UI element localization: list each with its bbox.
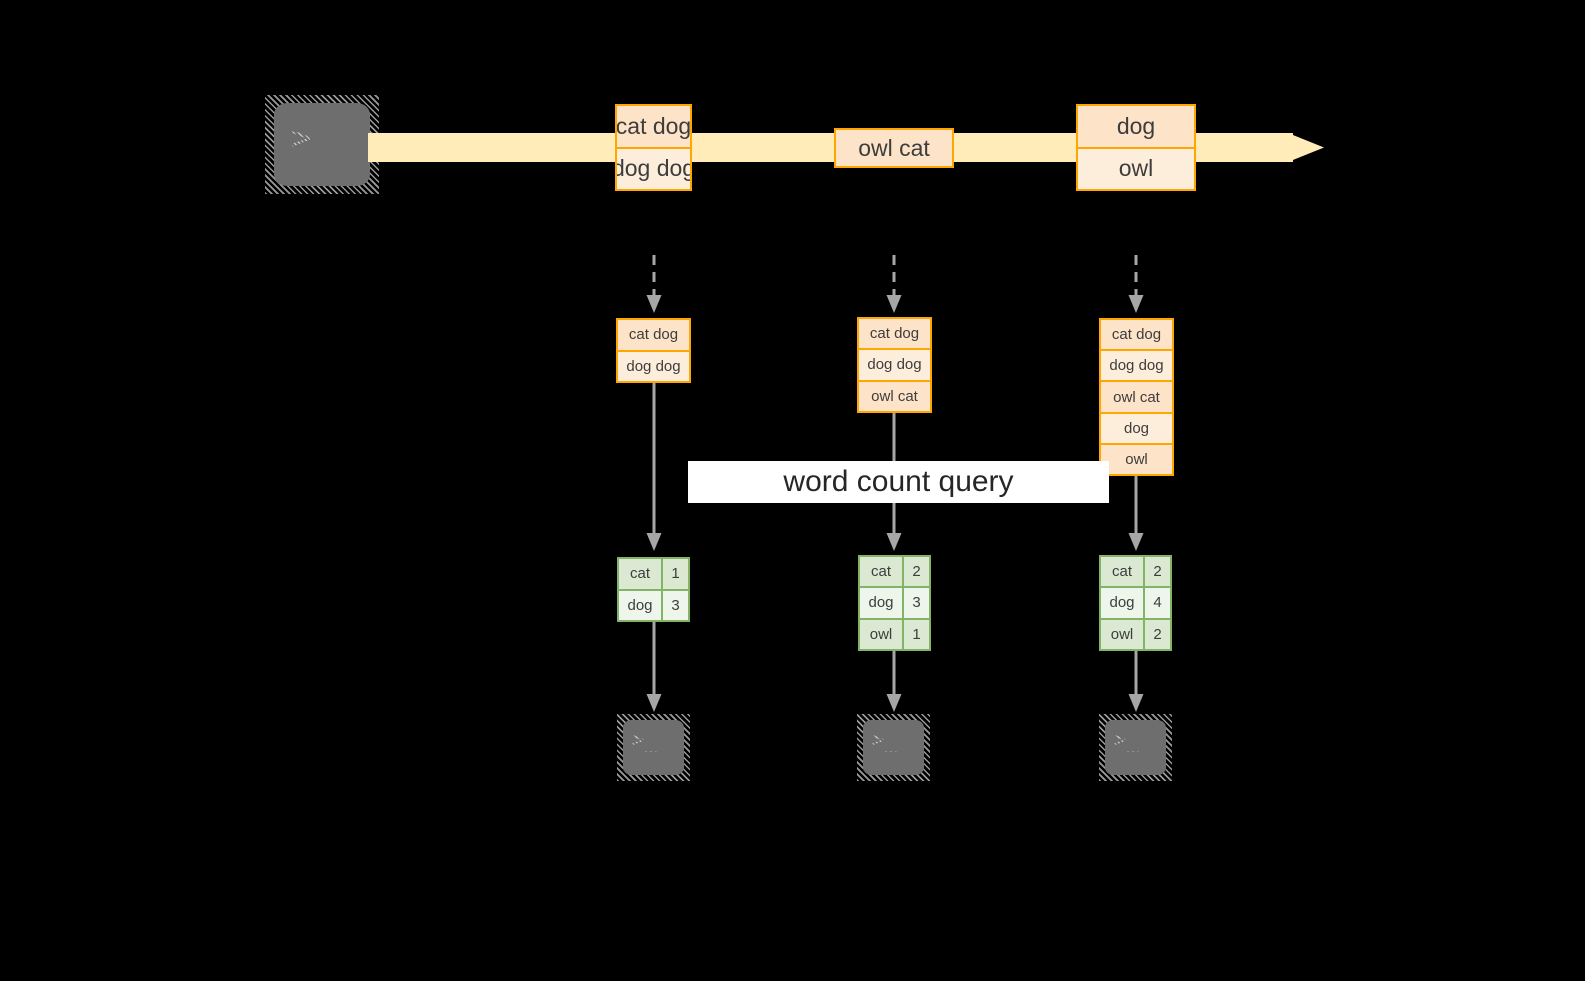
- terminal-prompt-glyph: >_: [1113, 728, 1142, 753]
- consumer-terminal-icon-3: >_: [1099, 714, 1172, 781]
- input-line: dog: [1101, 413, 1172, 445]
- input-line: cat dog: [859, 319, 930, 351]
- terminal-body: [1105, 720, 1166, 775]
- connector-snapshot-3-to-result: [1122, 476, 1150, 555]
- input-line: dog dog: [1101, 351, 1172, 383]
- result-word: dog: [1101, 588, 1145, 618]
- terminal-body: [274, 103, 370, 186]
- stream-record-1: cat dog dog dog: [615, 104, 692, 191]
- snapshot-3-result-table: cat 2 dog 4 owl 2: [1099, 555, 1172, 651]
- table-row: cat 2: [1101, 557, 1170, 589]
- terminal-body: [863, 720, 924, 775]
- record-line: owl: [1078, 148, 1194, 189]
- result-count: 3: [904, 588, 929, 618]
- snapshot-1-input-table: cat dog dog dog: [616, 318, 691, 383]
- result-word: owl: [860, 619, 904, 649]
- result-count: 4: [1145, 588, 1170, 618]
- consumer-terminal-icon-2: >_: [857, 714, 930, 781]
- terminal-prompt-glyph: >_: [871, 728, 900, 753]
- connector-snapshot-1-to-result: [640, 383, 668, 555]
- record-line: cat dog: [617, 106, 690, 149]
- query-label-band: word count query: [688, 461, 1109, 503]
- stream-record-2: owl cat: [834, 128, 954, 168]
- record-line: owl cat: [836, 130, 952, 166]
- input-line: dog dog: [859, 350, 930, 382]
- producer-terminal-icon: >_: [265, 95, 379, 194]
- connector-result-2-to-consumer: [880, 651, 908, 717]
- result-count: 1: [663, 559, 688, 589]
- stream-record-3: dog owl: [1076, 104, 1196, 191]
- snapshot-2-result-table: cat 2 dog 3 owl 1: [858, 555, 931, 651]
- terminal-prompt-glyph: >_: [291, 118, 335, 158]
- stream-arrow-head-icon: [1288, 124, 1324, 171]
- table-row: dog 3: [619, 590, 688, 620]
- result-word: cat: [1101, 557, 1145, 587]
- table-row: owl 1: [860, 619, 929, 649]
- table-row: dog 3: [860, 588, 929, 620]
- consumer-terminal-icon-1: >_: [617, 714, 690, 781]
- snapshot-3-input-table: cat dog dog dog owl cat dog owl: [1099, 318, 1174, 476]
- table-row: owl 2: [1101, 619, 1170, 649]
- result-word: dog: [860, 588, 904, 618]
- result-word: dog: [619, 590, 663, 620]
- result-count: 2: [1145, 619, 1170, 649]
- input-line: cat dog: [618, 320, 689, 352]
- input-line: owl cat: [1101, 382, 1172, 414]
- snapshot-2-input-table: cat dog dog dog owl cat: [857, 317, 932, 413]
- record-line: dog dog: [617, 148, 690, 189]
- record-line: dog: [1078, 106, 1194, 149]
- connector-result-1-to-consumer: [640, 622, 668, 717]
- input-line: cat dog: [1101, 320, 1172, 352]
- result-word: cat: [619, 559, 663, 589]
- snapshot-1-result-table: cat 1 dog 3: [617, 557, 690, 622]
- connector-stream-to-snapshot-2: [880, 255, 908, 318]
- result-count: 1: [904, 619, 929, 649]
- input-line: owl: [1101, 444, 1172, 475]
- query-label: word count query: [783, 465, 1014, 498]
- connector-stream-to-snapshot-3: [1122, 255, 1150, 318]
- table-row: cat 2: [860, 557, 929, 589]
- connector-result-3-to-consumer: [1122, 651, 1150, 717]
- result-count: 2: [904, 557, 929, 587]
- result-count: 3: [663, 590, 688, 620]
- table-row: dog 4: [1101, 588, 1170, 620]
- input-line: dog dog: [618, 351, 689, 381]
- connector-stream-to-snapshot-1: [640, 255, 668, 318]
- terminal-body: [623, 720, 684, 775]
- terminal-prompt-glyph: >_: [631, 728, 660, 753]
- result-word: owl: [1101, 619, 1145, 649]
- table-row: cat 1: [619, 559, 688, 591]
- result-word: cat: [860, 557, 904, 587]
- result-count: 2: [1145, 557, 1170, 587]
- input-line: owl cat: [859, 381, 930, 411]
